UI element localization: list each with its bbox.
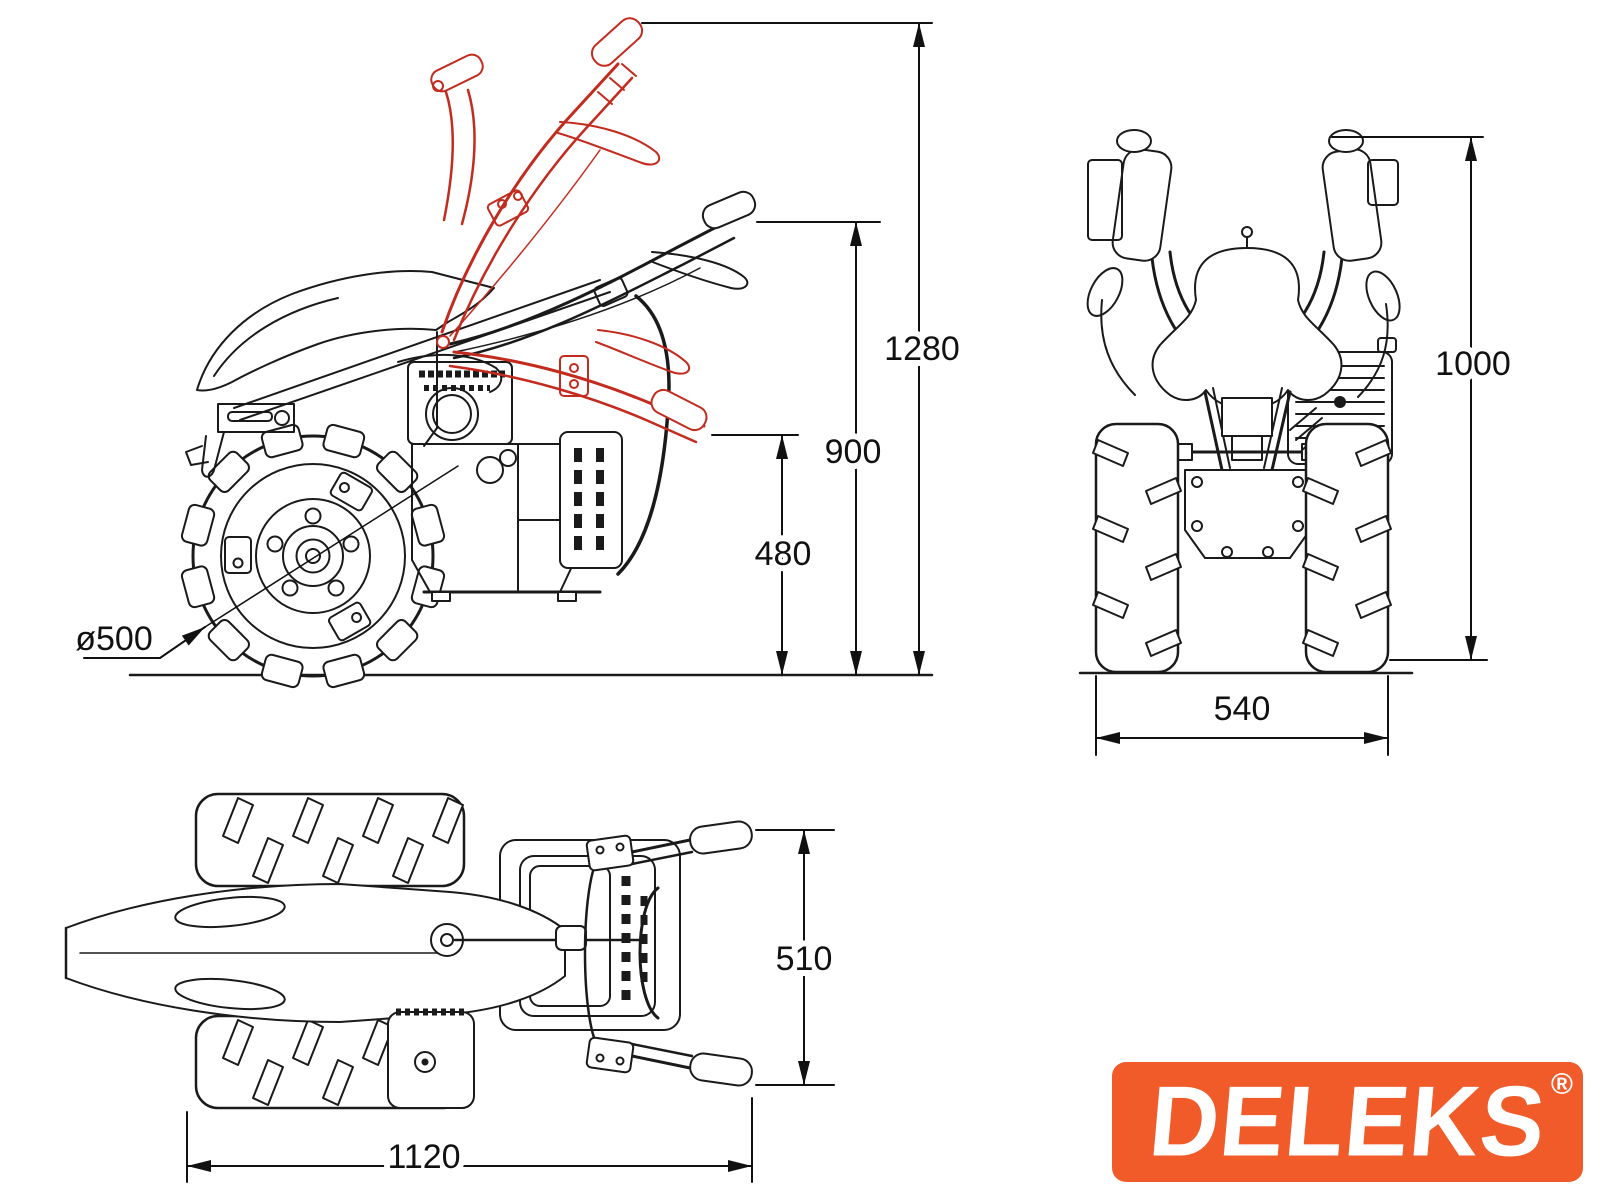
rear-dimensions (1095, 136, 1488, 756)
side-view: 1280 900 480 ø500 (69, 17, 966, 690)
side-hood (185, 269, 611, 478)
wheel-diameter-axis (204, 465, 459, 628)
wheel-diameter-leader (159, 626, 206, 659)
top-handlebar-upper (585, 820, 753, 872)
side-rear-guard (616, 294, 671, 576)
dim-1280-label: 1280 (884, 330, 960, 368)
top-hood (64, 853, 660, 1052)
dim-540-label: 540 (1214, 690, 1271, 728)
dim-1120-label: 1120 (387, 1138, 460, 1176)
top-handlebar-lower (585, 1036, 753, 1087)
top-wheel-upper (194, 792, 466, 888)
rear-wheel-right (1302, 422, 1392, 674)
side-wheel (179, 422, 447, 690)
registered-trademark-icon: ® (1550, 1068, 1573, 1101)
side-handlebar-lowered (436, 329, 708, 444)
rear-wheel-left (1092, 422, 1182, 674)
top-dimensions (186, 829, 835, 1183)
dim-1000-label: 1000 (1435, 345, 1511, 383)
brand-logo: DELEKS ® (1112, 1062, 1583, 1182)
rear-handlebars (1086, 129, 1401, 398)
top-muffler (387, 1008, 475, 1109)
side-handlebar-raised (430, 17, 661, 342)
side-handlebar-mid (448, 190, 757, 360)
top-view: 510 1120 (64, 792, 838, 1183)
rear-body (1151, 226, 1343, 559)
side-engine (407, 361, 623, 602)
rear-view: 1000 540 (1078, 129, 1517, 756)
dim-480-label: 480 (755, 535, 812, 573)
dim-900-label: 900 (825, 433, 882, 471)
rear-grip-left (1111, 148, 1173, 262)
wheel-hub-tabs (224, 470, 375, 643)
dim-wheel-diameter-label: ø500 (75, 620, 153, 658)
side-dimensions (83, 22, 933, 676)
dim-510-label: 510 (776, 940, 833, 978)
brand-logo-text: DELEKS (1144, 1065, 1551, 1178)
